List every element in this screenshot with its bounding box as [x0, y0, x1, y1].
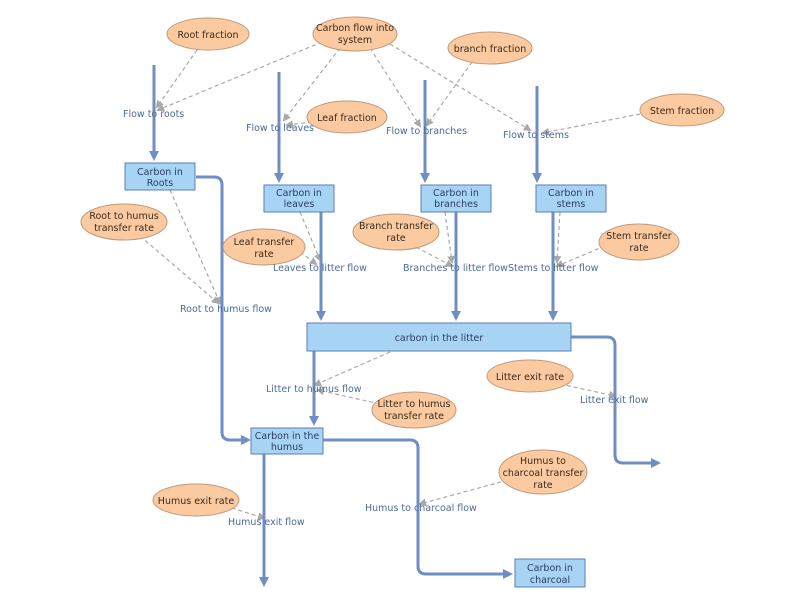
variable-label: Root fraction: [177, 30, 238, 41]
variable-label: charcoal transfer: [503, 468, 584, 479]
var-branch-transfer-rate[interactable]: Branch transfer rate: [352, 213, 440, 251]
link-root-fraction: [155, 49, 198, 109]
var-litter-to-humus-transfer-rate[interactable]: Litter to humus transfer rate: [371, 391, 457, 429]
stock-label: Carbon in: [276, 188, 322, 199]
stock-label: Roots: [147, 178, 174, 189]
flow-label-branches-to-litter[interactable]: Branches to litter flow: [403, 263, 508, 274]
flow-label-humus-exit[interactable]: Humus exit flow: [228, 517, 305, 528]
flow-labels: Flow to roots Flow to leaves Flow to bra…: [123, 109, 649, 528]
flow-label-to-branches[interactable]: Flow to branches: [386, 126, 467, 137]
stock-label: Carbon in: [527, 563, 573, 574]
link-litter-exit-rate: [559, 383, 617, 399]
variable-label: rate: [629, 243, 648, 254]
stock-label: charcoal: [530, 575, 570, 586]
pipe-roots-to-humus: [196, 175, 251, 445]
link-leaf-rate: [299, 251, 318, 266]
link-leaves-to-litterflow: [299, 211, 322, 262]
var-humus-exit-rate[interactable]: Humus exit rate: [152, 483, 240, 517]
link-branch-fraction: [425, 61, 473, 127]
variable-label: Branch transfer: [359, 221, 433, 232]
stock-carbon-in-roots[interactable]: Carbon in Roots: [124, 162, 196, 191]
flow-label-litter-to-humus[interactable]: Litter to humus flow: [266, 384, 362, 395]
flow-pipes: [149, 65, 661, 587]
link-stems-to-litterflow: [553, 211, 562, 264]
link-inflow-to-roots: [156, 41, 323, 112]
var-humus-to-charcoal-transfer-rate[interactable]: Humus to charcoal transfer rate: [498, 449, 588, 495]
variable-label: rate: [254, 249, 273, 260]
var-root-fraction[interactable]: Root fraction: [166, 17, 250, 51]
var-root-to-humus-transfer-rate[interactable]: Root to humus transfer rate: [80, 203, 168, 241]
var-stem-transfer-rate[interactable]: Stem transfer rate: [598, 223, 680, 261]
link-stem-fraction: [541, 113, 641, 136]
flow-label-to-leaves[interactable]: Flow to leaves: [246, 123, 314, 134]
variable-label: Litter exit rate: [496, 372, 564, 383]
flow-label-stems-to-litter[interactable]: Stems to litter flow: [508, 263, 599, 274]
variable-label: rate: [533, 480, 552, 491]
variable-label: Leaf transfer: [234, 237, 295, 248]
pipe-humus-to-charcoal: [323, 438, 513, 579]
stock-carbon-in-stems[interactable]: Carbon in stems: [535, 184, 607, 213]
var-carbon-flow-into-system[interactable]: Carbon flow into system: [312, 16, 398, 52]
variable-label: Leaf fraction: [317, 113, 377, 124]
var-leaf-fraction[interactable]: Leaf fraction: [306, 100, 388, 134]
link-litter-to-humusflow: [313, 351, 391, 387]
link-branches-to-litterflow: [444, 211, 456, 264]
var-stem-fraction[interactable]: Stem fraction: [639, 93, 725, 127]
stock-label: carbon in the litter: [395, 333, 484, 344]
link-inflow-to-branches: [369, 47, 422, 128]
variable-label: transfer rate: [384, 411, 444, 422]
variable-label: system: [338, 35, 372, 46]
stock-label: Carbon in: [433, 188, 479, 199]
var-leaf-transfer-rate[interactable]: Leaf transfer rate: [222, 228, 306, 266]
link-charcoal-rate: [418, 479, 509, 507]
variable-label: Carbon flow into: [316, 23, 394, 34]
variable-label: Litter to humus: [378, 399, 451, 410]
flow-label-humus-to-charcoal[interactable]: Humus to charcoal flow: [365, 503, 477, 514]
stock-label: Carbon in: [548, 188, 594, 199]
stock-carbon-in-the-litter[interactable]: carbon in the litter: [306, 322, 572, 352]
variable-label: branch fraction: [454, 44, 527, 55]
flow-label-leaves-to-litter[interactable]: Leaves to litter flow: [273, 263, 367, 274]
stock-carbon-in-the-humus[interactable]: Carbon in the humus: [250, 427, 324, 455]
flow-label-litter-exit[interactable]: Litter exit flow: [580, 395, 649, 406]
stock-label: branches: [434, 199, 478, 210]
stock-label: stems: [557, 199, 586, 210]
flow-label-to-roots[interactable]: Flow to roots: [123, 109, 184, 120]
pipe-litter-exit: [571, 335, 661, 468]
link-stem-rate: [555, 245, 606, 268]
variable-label: Stem fraction: [650, 106, 714, 117]
influence-links: [139, 41, 641, 521]
variable-label: Humus to: [520, 456, 566, 467]
variable-label: transfer rate: [94, 223, 154, 234]
stock-carbon-in-branches[interactable]: Carbon in branches: [420, 184, 492, 213]
flow-label-to-stems[interactable]: Flow to stems: [503, 130, 569, 141]
stock-label: Carbon in the: [255, 431, 320, 442]
var-litter-exit-rate[interactable]: Litter exit rate: [486, 359, 574, 393]
var-branch-fraction[interactable]: branch fraction: [447, 31, 533, 65]
stock-label: Carbon in: [137, 167, 183, 178]
flow-label-root-to-humus[interactable]: Root to humus flow: [180, 304, 272, 315]
stock-carbon-in-leaves[interactable]: Carbon in leaves: [263, 184, 335, 213]
stock-label: humus: [271, 442, 303, 453]
stock-carbon-in-charcoal[interactable]: Carbon in charcoal: [514, 558, 586, 588]
link-inflow-to-stems: [389, 43, 532, 132]
link-litter-humus-rate: [316, 387, 381, 405]
link-inflow-to-leaves: [282, 47, 341, 122]
stock-label: leaves: [284, 199, 315, 210]
variable-label: Stem transfer: [606, 231, 671, 242]
link-root-rate: [139, 235, 220, 305]
variable-label: rate: [386, 233, 405, 244]
variable-label: Humus exit rate: [158, 496, 235, 507]
variable-label: Root to humus: [89, 211, 158, 222]
link-roots-to-root-humus: [169, 189, 222, 305]
